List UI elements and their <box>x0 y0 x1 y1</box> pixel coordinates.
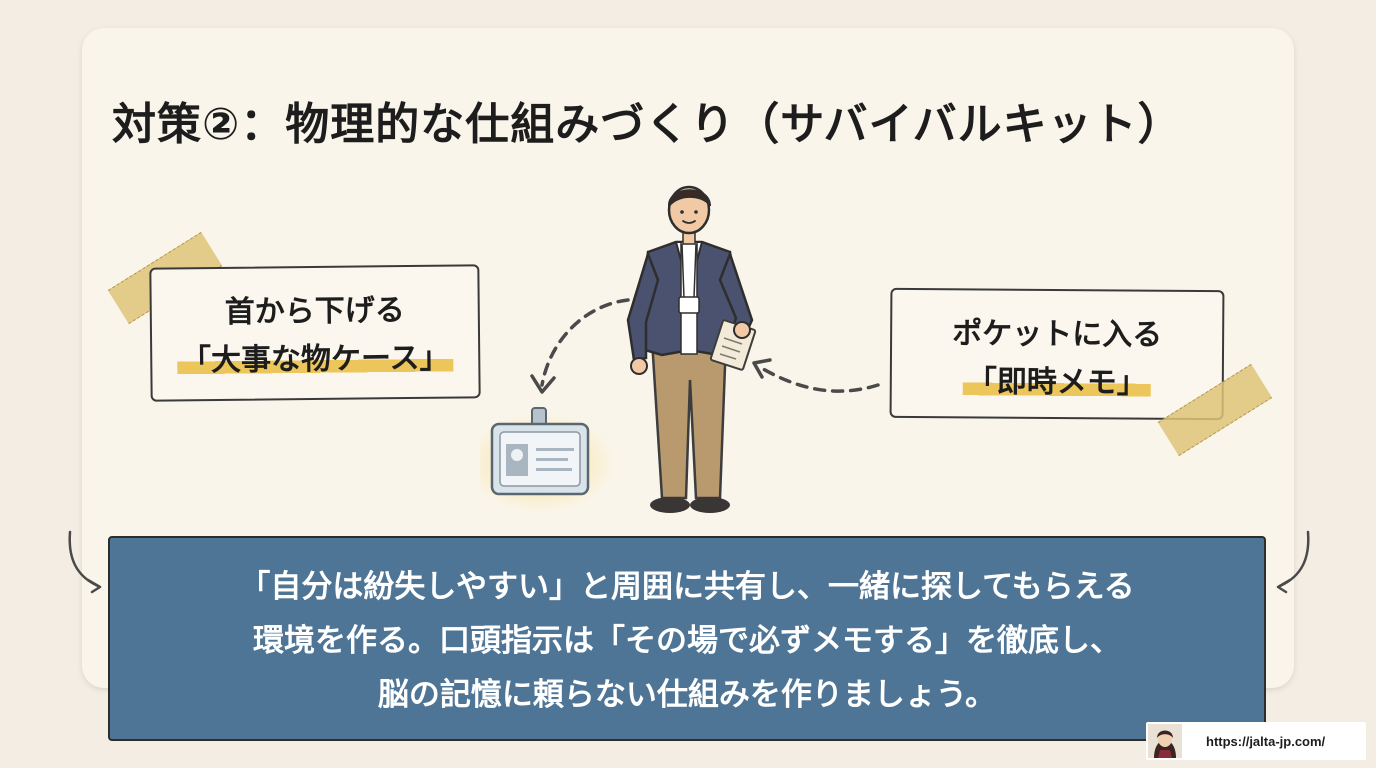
footer-url[interactable]: https://jalta-jp.com/ <box>1206 733 1326 749</box>
curved-arrow-icon <box>68 530 102 594</box>
banner-line-3: 脳の記憶に頼らない仕組みを作りましょう。 <box>377 677 997 713</box>
note-instant-memo-line2: 「即時メモ」 <box>962 364 1151 401</box>
summary-banner: 「自分は紛失しやすい」と周囲に共有し、一緒に探してもらえる 環境を作る。口頭指示… <box>108 536 1266 741</box>
note-instant-memo: ポケットに入る 「即時メモ」 <box>889 287 1225 421</box>
banner-line-2: 環境を作る。口頭指示は「その場で必ずメモする」を徹底し、 <box>253 623 1121 659</box>
footer-credit: https://jalta-jp.com/ <box>1146 722 1366 760</box>
businessperson-figure <box>626 185 757 513</box>
curved-arrow-icon <box>752 358 880 393</box>
curved-arrow-icon <box>530 298 630 394</box>
curved-arrow-icon <box>1276 530 1310 594</box>
person-illustration <box>480 185 880 513</box>
slide-title: 対策②：物理的な仕組みづくり（サバイバルキット） <box>112 99 1183 150</box>
note-neck-case-line1: 首から下げる <box>224 293 405 330</box>
banner-line-1: 「自分は紛失しやすい」と周囲に共有し、一緒に探してもらえる <box>239 569 1135 605</box>
note-neck-case: 首から下げる 「大事な物ケース」 <box>149 264 481 402</box>
avatar <box>1148 724 1182 758</box>
id-card-case-icon <box>480 407 615 513</box>
note-instant-memo-line1: ポケットに入る <box>952 316 1163 353</box>
note-neck-case-line2: 「大事な物ケース」 <box>176 340 454 379</box>
